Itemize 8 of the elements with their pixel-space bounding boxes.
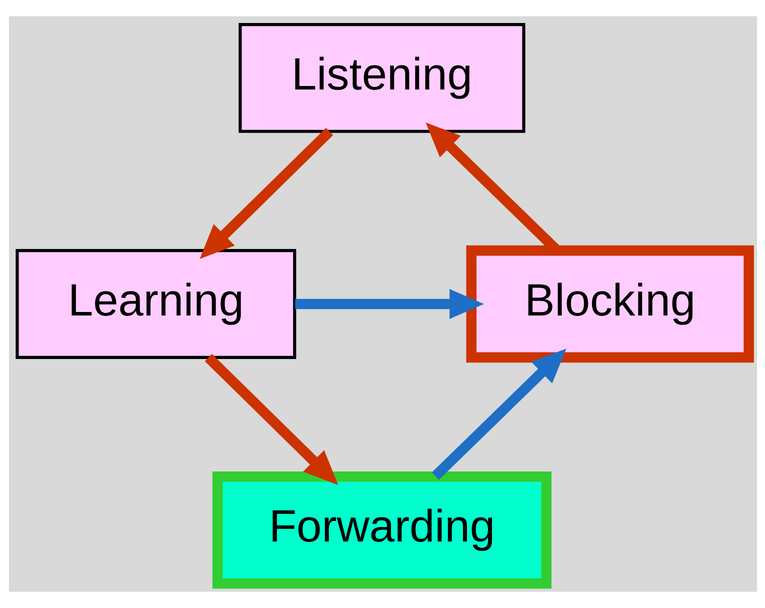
node-box: Blocking: [466, 245, 754, 363]
arrow: [294, 288, 484, 320]
arrow: [204, 354, 338, 485]
node-box: Learning: [15, 249, 296, 359]
node-box: Listening: [238, 22, 525, 133]
arrow: [199, 128, 333, 259]
arrow: [431, 348, 566, 480]
node-box: Forwarding: [212, 471, 551, 589]
